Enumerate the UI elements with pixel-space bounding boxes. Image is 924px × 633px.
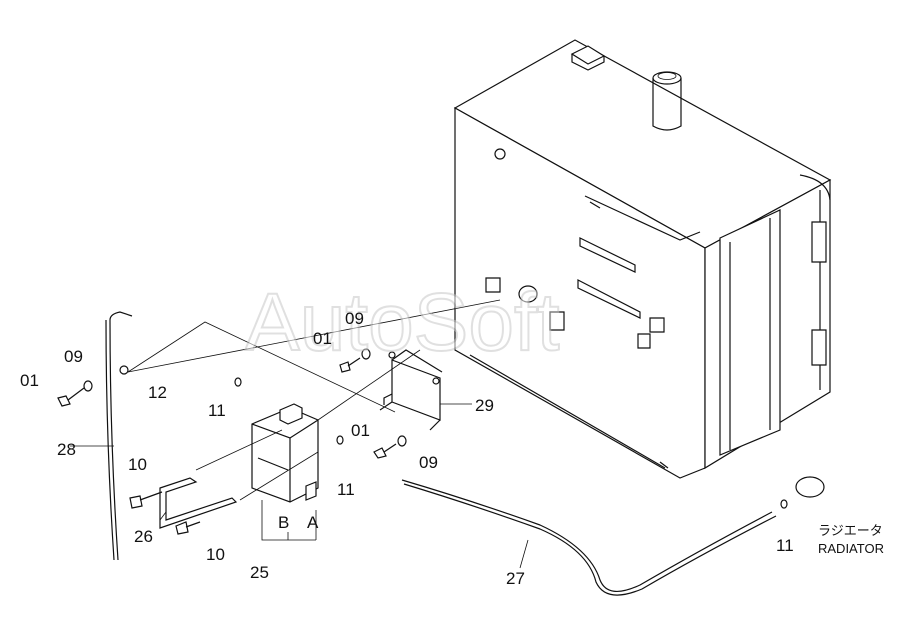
label-radiator-en: RADIATOR [818, 541, 884, 556]
label-12: 12 [148, 383, 167, 402]
label-11-radiator: 11 [776, 536, 794, 555]
watermark-text: AutoSoft [245, 277, 560, 368]
label-B: B [278, 513, 289, 532]
label-09-left: 09 [64, 347, 83, 366]
label-A: A [307, 513, 319, 532]
label-28: 28 [57, 440, 76, 459]
label-01-upper: 01 [313, 329, 332, 348]
label-29: 29 [475, 396, 494, 415]
tank-assembly [453, 39, 832, 479]
hoses [105, 311, 825, 596]
label-11-top: 11 [208, 401, 226, 420]
label-09-mid: 09 [419, 453, 438, 472]
hardware [57, 348, 407, 535]
reference-lines [70, 299, 529, 569]
reservoir-25 [251, 403, 319, 503]
label-radiator-jp: ラジエータ [818, 523, 883, 538]
bracket-26 [159, 477, 238, 529]
part-labels: 01 09 12 11 01 09 29 01 09 11 28 10 26 1… [20, 309, 884, 588]
label-11-mid: 11 [337, 480, 355, 499]
label-27: 27 [506, 569, 525, 588]
label-01-mid: 01 [351, 421, 370, 440]
bracket-29 [379, 349, 443, 431]
label-10-bottom: 10 [206, 545, 225, 564]
label-09-upper: 09 [345, 309, 364, 328]
label-10-top: 10 [128, 455, 147, 474]
label-25: 25 [250, 563, 269, 582]
label-01-left: 01 [20, 371, 39, 390]
label-26: 26 [134, 527, 153, 546]
